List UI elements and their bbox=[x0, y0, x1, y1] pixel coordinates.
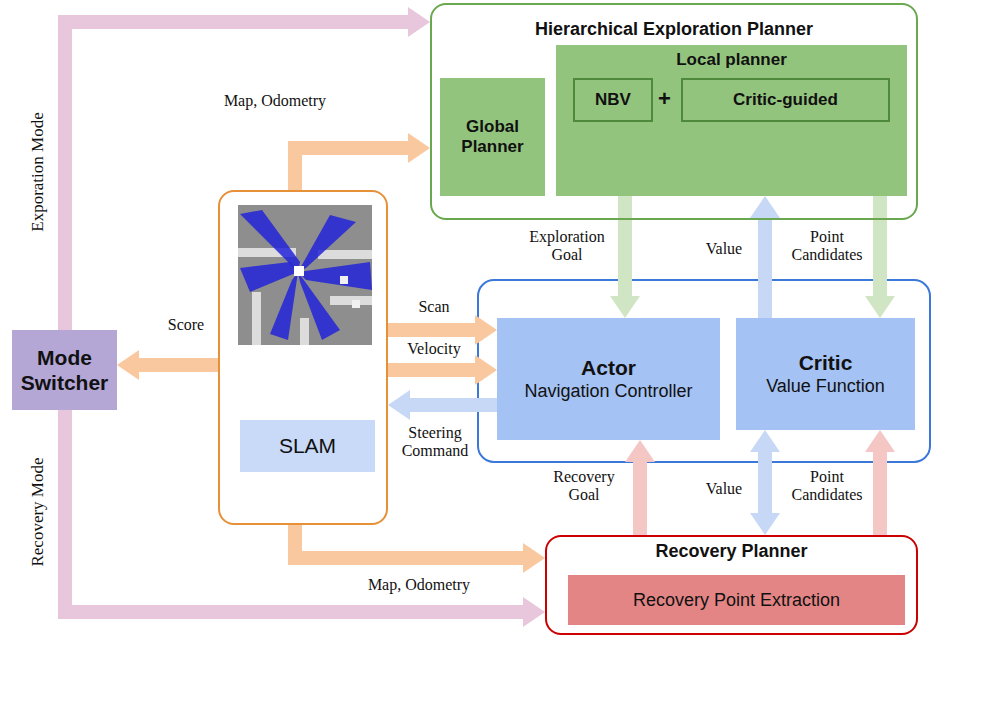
edge-label: Score bbox=[158, 316, 214, 334]
robot-mark bbox=[294, 266, 304, 276]
edge-label: Steering Command bbox=[394, 424, 476, 461]
node-subtitle: Value Function bbox=[766, 375, 885, 398]
flow-arrow bbox=[65, 410, 523, 612]
edge-label: Value bbox=[694, 480, 754, 498]
node-subtitle: Navigation Controller bbox=[524, 380, 692, 403]
edge-label: Velocity bbox=[396, 340, 472, 358]
flow-arrow bbox=[388, 363, 475, 377]
flow-arrow bbox=[65, 22, 408, 330]
slam-map-image bbox=[238, 205, 372, 345]
flow-arrow bbox=[410, 398, 497, 412]
laser-fan bbox=[298, 215, 356, 272]
flow-arrow bbox=[295, 148, 408, 190]
edge-label: Scan bbox=[398, 298, 470, 316]
flow-arrow bbox=[618, 196, 632, 296]
edge-label: Exporation Mode bbox=[28, 112, 48, 231]
robot-mark bbox=[340, 276, 348, 284]
process-box: Recovery Point Extraction bbox=[568, 575, 905, 625]
flow-arrow bbox=[139, 358, 218, 372]
node-title: Actor bbox=[581, 355, 636, 380]
map-ground bbox=[238, 205, 372, 345]
process-box: NBV bbox=[573, 78, 653, 122]
flow-arrow bbox=[758, 218, 772, 318]
node-title: Mode Switcher bbox=[12, 345, 117, 395]
flow-arrow bbox=[633, 462, 647, 535]
node-title: NBV bbox=[595, 90, 631, 110]
planner-group: Recovery PlannerRecovery Point Extractio… bbox=[545, 535, 918, 635]
edge-label: Point Candidates bbox=[788, 228, 866, 265]
node-title: Critic bbox=[799, 350, 853, 375]
node-title: Global Planner bbox=[440, 117, 545, 158]
edge-label: Recovery Goal bbox=[536, 468, 632, 505]
flow-arrow bbox=[295, 525, 523, 558]
flow-arrow bbox=[388, 323, 475, 337]
laser-fan bbox=[298, 262, 372, 290]
process-box: ActorNavigation Controller bbox=[497, 318, 720, 440]
edge-label: Recovery Mode bbox=[28, 457, 48, 566]
flow-arrow bbox=[873, 452, 887, 535]
map-wall bbox=[300, 318, 309, 345]
node-title: Recovery Planner bbox=[547, 541, 916, 563]
map-wall bbox=[330, 296, 372, 305]
laser-fan bbox=[240, 210, 300, 272]
edge-label: Exploration Goal bbox=[520, 228, 614, 265]
node-title: Recovery Point Extraction bbox=[633, 589, 840, 612]
process-box: Global Planner bbox=[440, 78, 545, 196]
laser-fan bbox=[270, 272, 298, 340]
node-title: Local planner bbox=[556, 50, 907, 70]
edge-label: Value bbox=[694, 240, 754, 258]
operator-symbol: + bbox=[658, 86, 671, 112]
map-wall bbox=[252, 292, 261, 345]
flow-arrow bbox=[873, 196, 887, 296]
process-box: CriticValue Function bbox=[736, 318, 915, 430]
slam-panel: SLAM bbox=[218, 190, 388, 525]
laser-fan bbox=[298, 272, 340, 340]
switch-box: Mode Switcher bbox=[12, 330, 117, 410]
planner-box: Local plannerNBV Critic-guided bbox=[556, 45, 907, 196]
edge-label: Map, Odometry bbox=[356, 576, 482, 594]
process-box: Critic-guided bbox=[681, 78, 890, 122]
edge-label: Map, Odometry bbox=[212, 92, 338, 110]
map-wall bbox=[318, 250, 372, 259]
node-title: Critic-guided bbox=[733, 90, 838, 110]
node-title: SLAM bbox=[240, 420, 375, 472]
planner-group: Hierarchical Exploration PlannerGlobal P… bbox=[430, 3, 918, 220]
actor-critic-group bbox=[478, 280, 930, 462]
robot-mark bbox=[352, 300, 360, 308]
node-title: Hierarchical Exploration Planner bbox=[432, 19, 916, 41]
flow-arrow bbox=[758, 452, 772, 513]
edge-label: Point Candidates bbox=[788, 468, 866, 505]
